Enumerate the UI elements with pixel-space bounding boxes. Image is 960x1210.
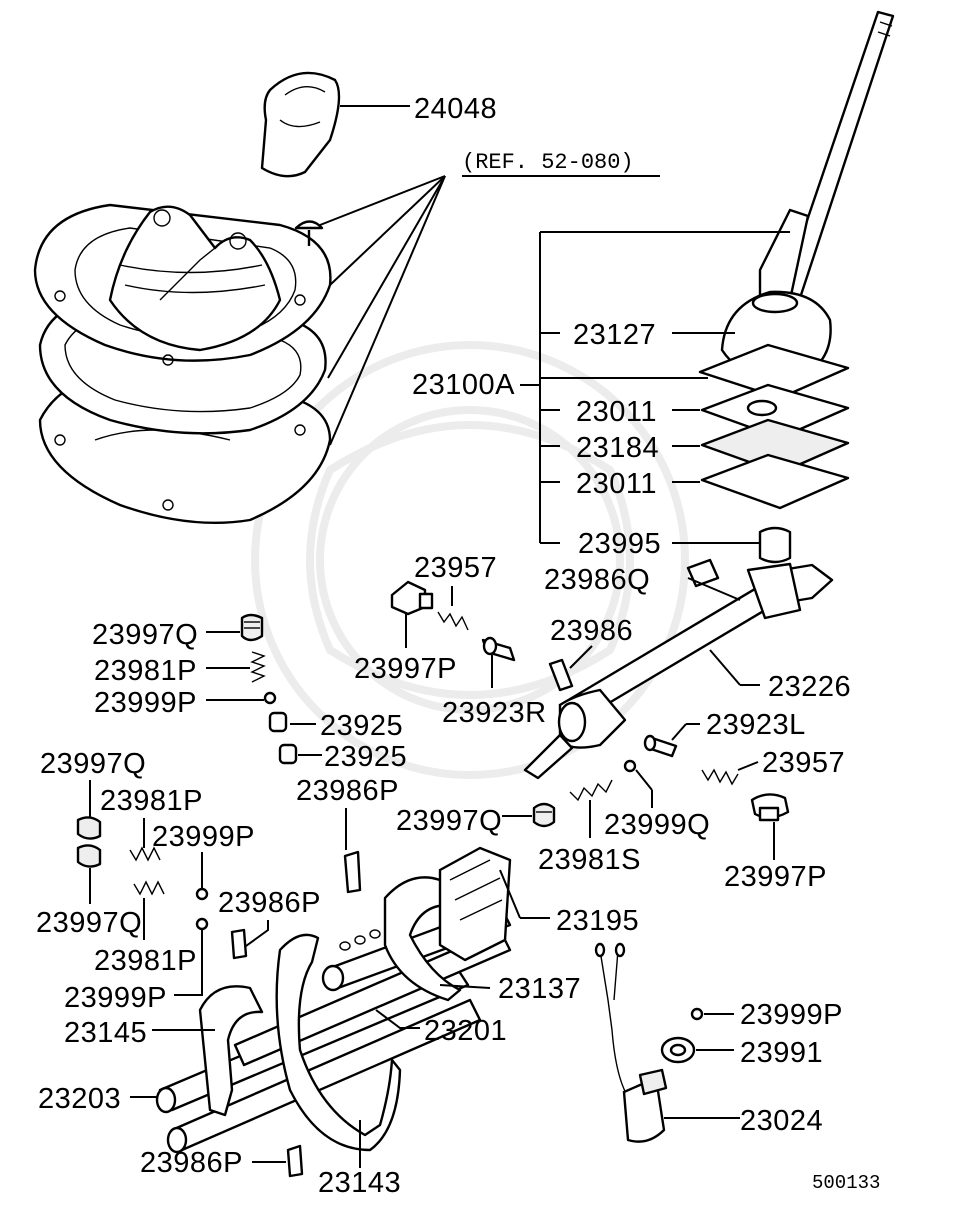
part-label-23981P-b: 23981P [100, 785, 203, 817]
spring-drawing [437, 611, 469, 631]
part-label-23997Q-b: 23997Q [40, 748, 146, 780]
part-label-23999P-d: 23999P [740, 999, 843, 1031]
watermark [251, 341, 689, 779]
part-label-23923L: 23923L [706, 709, 806, 741]
plug-drawing [76, 816, 102, 868]
part-label-23999Q: 23999Q [604, 809, 710, 841]
part-label-23981S: 23981S [538, 844, 641, 876]
part-label-23986Q: 23986Q [544, 564, 650, 596]
pin-drawing [643, 734, 678, 758]
pin-drawing [343, 850, 362, 894]
part-label-23995: 23995 [578, 528, 661, 560]
ball-drawing [195, 887, 209, 901]
ref-note: (REF. 52-080) [462, 150, 634, 175]
part-label-23137: 23137 [498, 973, 581, 1005]
lever-plates-drawing [698, 343, 850, 510]
part-label-23184: 23184 [576, 432, 659, 464]
part-label-23957-a: 23957 [414, 552, 497, 584]
spring-drawing [129, 846, 161, 862]
part-label-23999P-b: 23999P [152, 821, 255, 853]
part-label-23986P-a: 23986P [296, 775, 399, 807]
part-label-24048: 24048 [414, 93, 497, 125]
switch-drawing [594, 942, 668, 1143]
part-label-23226: 23226 [768, 671, 851, 703]
diagram-code: 500133 [812, 1172, 880, 1194]
part-label-23986P-b: 23986P [218, 887, 321, 919]
part-label-23986P-c: 23986P [140, 1147, 243, 1179]
part-label-23997Q-d: 23997Q [36, 907, 142, 939]
part-label-23145: 23145 [64, 1017, 147, 1049]
spring-drawing [569, 779, 613, 802]
part-label-23957-b: 23957 [762, 747, 845, 779]
pin-drawing [686, 558, 720, 588]
part-label-23999P-a: 23999P [94, 687, 197, 719]
washer-drawing [660, 1036, 696, 1064]
screw-drawing [294, 220, 324, 246]
part-label-23024: 23024 [740, 1105, 823, 1137]
plug-drawing [532, 802, 556, 828]
shift-knob-drawing [260, 71, 341, 178]
spring-drawing [133, 880, 165, 896]
pin-drawing [230, 928, 248, 960]
part-label-23011-b: 23011 [576, 468, 657, 500]
part-label-23981P-c: 23981P [94, 945, 197, 977]
part-label-23127: 23127 [573, 319, 656, 351]
part-label-23997Q-a: 23997Q [92, 619, 198, 651]
pin-drawing [481, 636, 516, 662]
part-label-23997Q-c: 23997Q [396, 805, 502, 837]
shift-lever-drawing [720, 10, 895, 381]
part-label-23011-a: 23011 [576, 396, 657, 428]
pin-drawing [548, 658, 574, 692]
part-label-23100A: 23100A [412, 369, 515, 401]
part-label-23201: 23201 [424, 1015, 507, 1047]
part-label-23203: 23203 [38, 1083, 121, 1115]
shift-forks-drawing [155, 846, 512, 1178]
part-label-23997P-a: 23997P [354, 653, 457, 685]
control-shaft-drawing [523, 526, 834, 780]
part-label-23925-a: 23925 [320, 710, 403, 742]
part-label-23999P-c: 23999P [64, 982, 167, 1014]
part-label-23986: 23986 [550, 615, 633, 647]
part-label-23925-b: 23925 [324, 741, 407, 773]
part-label-23923R: 23923R [442, 697, 547, 729]
part-label-23981P-a: 23981P [94, 655, 197, 687]
part-label-23143: 23143 [318, 1167, 401, 1199]
ball-drawing [623, 759, 637, 773]
part-label-23997P-b: 23997P [724, 861, 827, 893]
bolt-drawing [390, 580, 434, 616]
spring-drawing [240, 613, 298, 765]
shift-boot-drawing [33, 203, 332, 525]
spring-drawing [701, 768, 739, 786]
ball-drawing [195, 917, 209, 931]
bolt-drawing [750, 793, 790, 822]
part-label-23991: 23991 [740, 1037, 823, 1069]
part-label-23195: 23195 [556, 905, 639, 937]
ball-drawing [690, 1007, 704, 1021]
